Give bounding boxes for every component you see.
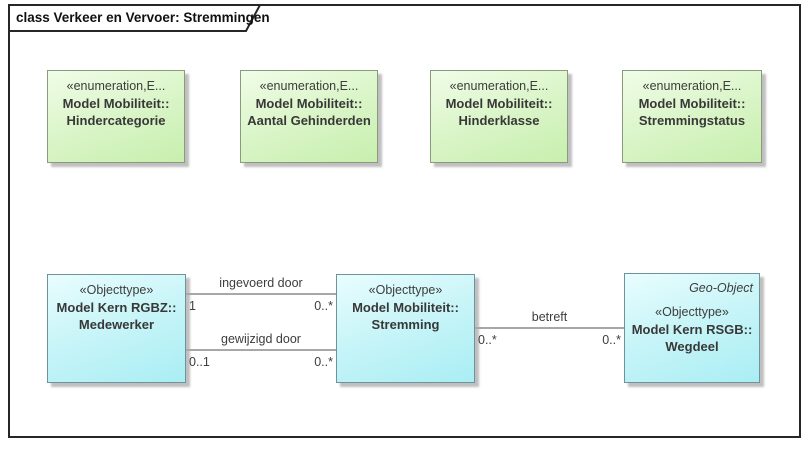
multiplicity-ingevoerd-target: 0..* bbox=[314, 299, 333, 313]
multiplicity-betreft-target: 0..* bbox=[602, 333, 621, 347]
class-name: Hindercategorie bbox=[66, 113, 166, 128]
package-label: Model Kern RSGB:: bbox=[631, 322, 753, 337]
stereotype-label: «enumeration,E... bbox=[66, 79, 166, 93]
stereotype-label: «Objecttype» bbox=[79, 283, 154, 297]
stereotype-label: «enumeration,E... bbox=[642, 79, 742, 93]
diagram-title-tab-shape bbox=[8, 4, 262, 32]
association-label-gewijzigd-door: gewijzigd door bbox=[221, 332, 301, 346]
class-name: Wegdeel bbox=[665, 339, 719, 354]
multiplicity-ingevoerd-source: 1 bbox=[189, 299, 196, 313]
enum-box-aantal-gehinderden[interactable]: «enumeration,E... Model Mobiliteit:: Aan… bbox=[240, 70, 378, 163]
stereotype-label: «Objecttype» bbox=[368, 283, 443, 297]
class-name: Hinderklasse bbox=[458, 113, 540, 128]
stereotype-label: «enumeration,E... bbox=[259, 79, 359, 93]
class-name: Medewerker bbox=[78, 317, 155, 332]
package-label: Model Mobiliteit:: bbox=[638, 96, 746, 111]
multiplicity-gewijzigd-source: 0..1 bbox=[189, 355, 210, 369]
enum-box-hinderklasse[interactable]: «enumeration,E... Model Mobiliteit:: Hin… bbox=[430, 70, 568, 163]
class-box-wegdeel[interactable]: Geo-Object «Objecttype» Model Kern RSGB:… bbox=[624, 273, 760, 383]
package-label: Model Mobiliteit:: bbox=[352, 300, 459, 315]
diagram-frame-border bbox=[8, 4, 801, 438]
class-box-medewerker[interactable]: «Objecttype» Model Kern RGBZ:: Medewerke… bbox=[47, 274, 186, 383]
association-label-betreft: betreft bbox=[531, 310, 568, 324]
class-name: Stremming bbox=[371, 317, 440, 332]
enum-box-hindercategorie[interactable]: «enumeration,E... Model Mobiliteit:: Hin… bbox=[47, 70, 185, 163]
geo-object-annotation: Geo-Object bbox=[689, 281, 753, 295]
diagram-title: class Verkeer en Vervoer: Stremmingen bbox=[16, 10, 270, 25]
class-name: Aantal Gehinderden bbox=[247, 113, 371, 128]
multiplicity-gewijzigd-target: 0..* bbox=[314, 355, 333, 369]
stereotype-label: «Objecttype» bbox=[655, 305, 729, 319]
multiplicity-betreft-source: 0..* bbox=[478, 333, 497, 347]
package-label: Model Kern RGBZ:: bbox=[56, 300, 177, 315]
class-box-stremming[interactable]: «Objecttype» Model Mobiliteit:: Stremmin… bbox=[336, 274, 475, 383]
stereotype-label: «enumeration,E... bbox=[449, 79, 549, 93]
enum-box-stremmingstatus[interactable]: «enumeration,E... Model Mobiliteit:: Str… bbox=[622, 70, 762, 163]
package-label: Model Mobiliteit:: bbox=[62, 96, 170, 111]
association-label-ingevoerd-door: ingevoerd door bbox=[219, 276, 303, 290]
package-label: Model Mobiliteit:: bbox=[255, 96, 363, 111]
class-name: Stremmingstatus bbox=[638, 113, 746, 128]
package-label: Model Mobiliteit:: bbox=[445, 96, 553, 111]
